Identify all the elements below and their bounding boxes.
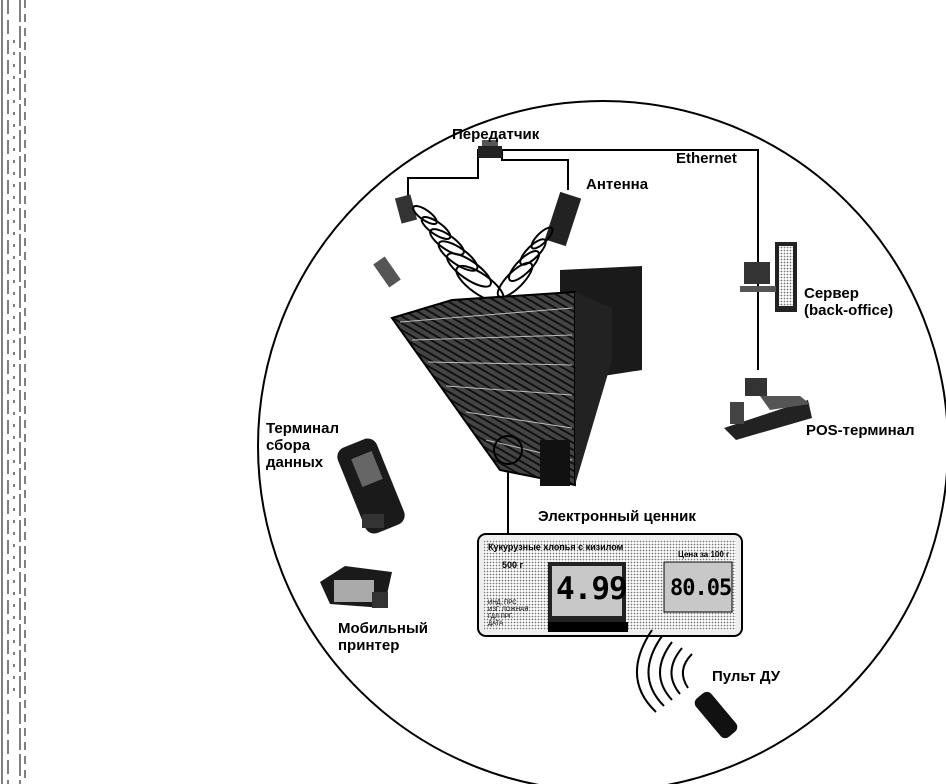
price-tag-unit-price-label: Цена за 100 г	[678, 551, 729, 559]
price-tag-unit-price: 80.05	[670, 578, 731, 600]
ethernet-label: Ethernet	[676, 150, 737, 167]
data-terminal-label-line-2: сбора	[266, 437, 339, 454]
remote-label: Пульт ДУ	[712, 668, 780, 685]
price-tag-fine-line-2: ИЗГ. ЛОЖНАЯ	[488, 607, 528, 614]
price-tag-price: 4.99	[556, 574, 627, 605]
server-label: Сервер (back-office)	[804, 285, 893, 319]
data-terminal-label-line-3: данных	[266, 454, 339, 471]
mobile-printer-label-line-2: принтер	[338, 637, 428, 654]
server-label-line-2: (back-office)	[804, 302, 893, 319]
price-tag-fine-line-1: ИНД. ПРС	[488, 600, 528, 607]
mobile-printer-label: Мобильный принтер	[338, 620, 428, 654]
mobile-printer-label-line-1: Мобильный	[338, 620, 428, 637]
price-tag-fine-line-4: ДАТА	[488, 621, 528, 628]
transmitter-label: Передатчик	[452, 126, 539, 143]
price-tag-fine-print: ИНД. ПРС ИЗГ. ЛОЖНАЯ ГДЛ ПРГ. ДАТА	[488, 600, 528, 628]
price-tag-fine-line-3: ГДЛ ПРГ.	[488, 614, 528, 621]
server-label-line-1: Сервер	[804, 285, 893, 302]
data-terminal-label-line-1: Терминал	[266, 420, 339, 437]
price-tag-label: Электронный ценник	[538, 508, 696, 525]
data-terminal-label: Терминал сбора данных	[266, 420, 339, 471]
price-tag-product-name: Кукурузные хлопья с кизилом	[488, 543, 623, 552]
pos-terminal-label: POS-терминал	[806, 422, 915, 439]
antenna-label: Антенна	[586, 176, 648, 193]
price-tag-weight: 500 г	[502, 561, 523, 570]
scan-edge-artifact	[2, 0, 25, 784]
